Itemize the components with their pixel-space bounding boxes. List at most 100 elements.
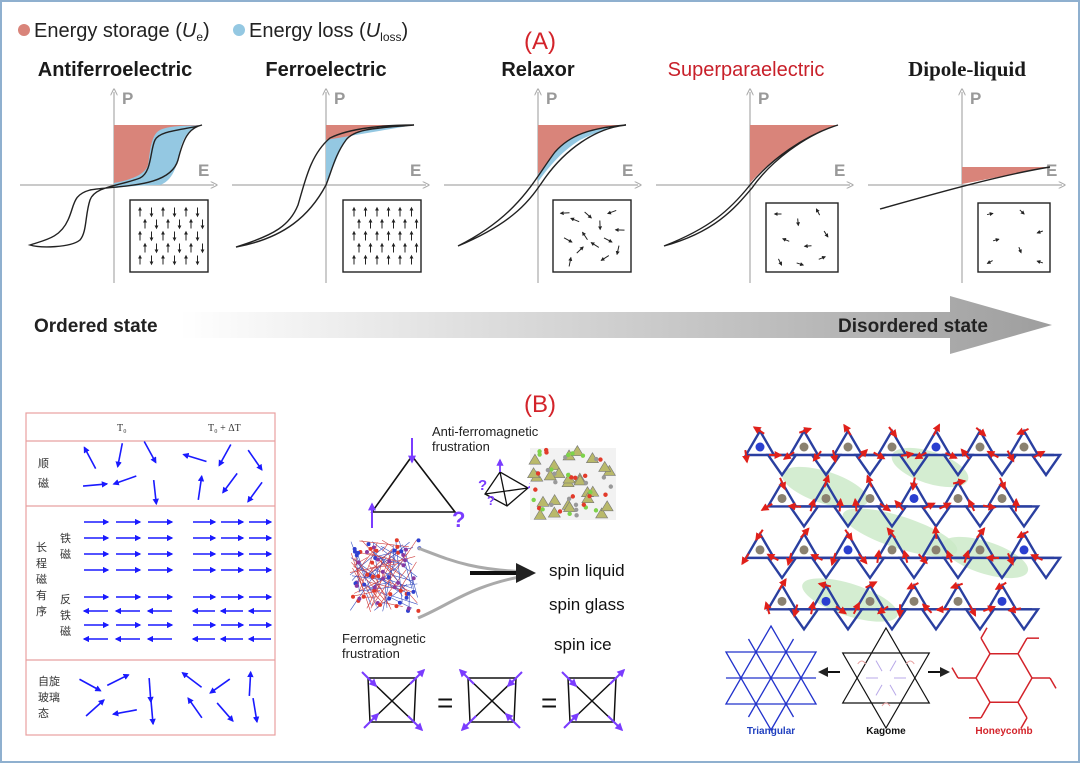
p-axis-label: P <box>970 89 981 108</box>
e-axis-label: E <box>410 161 421 180</box>
spin-ice-tetrahedra <box>361 668 626 732</box>
dipole-arrow <box>600 255 610 261</box>
dipole-arrow <box>782 238 790 242</box>
dipole-arrow <box>607 209 617 215</box>
p-axis-label: P <box>758 89 769 108</box>
dipole-box <box>129 199 209 273</box>
panel-antiferroelectric: P E <box>20 89 214 283</box>
dipole-arrow <box>1018 247 1022 254</box>
honeycomb-lattice <box>951 627 1057 729</box>
dipole-arrows-random <box>559 209 625 267</box>
dipole-arrows-aligned <box>352 206 419 265</box>
dipole-arrow <box>590 242 600 248</box>
dipole-arrow <box>568 256 573 267</box>
title-ferroelectric: Ferroelectric <box>265 59 386 81</box>
spin-arrow <box>147 677 154 704</box>
e-axis-label: E <box>622 161 633 180</box>
equals-sign-2: = <box>541 687 557 718</box>
panel-ferroelectric: P E <box>232 89 426 283</box>
magnetic-order-table: T₀ T₀ + ΔT 顺磁 长程磁有序 铁磁 反铁磁 自旋玻璃态 <box>25 412 276 736</box>
kagome-lattice-structure <box>741 423 1063 632</box>
hysteresis-loop <box>457 124 627 247</box>
spin-arrow <box>85 699 105 717</box>
table-col-t0-dt: T₀ + ΔT <box>208 423 241 434</box>
dipole-arrow <box>796 218 801 227</box>
afm-triangle <box>370 454 457 513</box>
dipole-arrow <box>1019 209 1025 215</box>
spin-arrow <box>181 671 203 688</box>
spin-arrow <box>222 472 238 494</box>
spin-arrow <box>506 671 523 688</box>
dipole-arrow <box>584 211 592 219</box>
p-axis-label: P <box>334 89 345 108</box>
spin-arrow <box>407 715 424 732</box>
spin-arrow <box>143 441 157 464</box>
dipole-arrow <box>803 244 812 249</box>
spin-arrow <box>152 479 159 506</box>
dipole-arrow <box>823 230 829 238</box>
spin-arrow <box>149 699 156 726</box>
title-relaxor: Relaxor <box>501 59 575 81</box>
dipole-arrows-alternating <box>138 206 205 266</box>
spin-arrow <box>458 668 475 685</box>
hysteresis-loop <box>235 124 415 248</box>
title-superparaelectric: Superparaelectric <box>668 59 825 81</box>
dipole-arrow <box>1036 230 1043 234</box>
dipole-box <box>342 199 422 273</box>
spin-arrow <box>247 481 263 503</box>
spin-arrow <box>409 668 426 685</box>
dipole-arrows-disordered <box>986 209 1044 264</box>
spin-arrow <box>216 702 234 723</box>
hysteresis-loop <box>663 124 839 247</box>
row-long-range-order: 长程磁有序 <box>36 541 47 618</box>
dipole-arrow <box>615 245 620 256</box>
spin-arrow <box>252 698 260 724</box>
spin-arrow <box>82 481 109 488</box>
spin-arrow <box>197 474 205 500</box>
kagome-crystal-structure <box>527 445 616 520</box>
spin-arrow <box>609 668 626 685</box>
table-col-t0: T₀ <box>117 423 127 434</box>
title-antiferroelectric: Antiferroelectric <box>38 59 193 81</box>
panel-dipole-liquid: P E <box>868 89 1062 283</box>
dipole-arrow <box>582 231 588 241</box>
dipole-arrow <box>563 237 573 243</box>
spin-arrow <box>79 678 102 692</box>
hysteresis-loop <box>27 124 203 248</box>
spin-arrow <box>83 446 97 469</box>
label-kagome: Kagome <box>866 726 906 737</box>
storage-area <box>114 125 202 183</box>
row-spin-glass: 自旋玻璃态 <box>38 674 60 720</box>
dipole-arrow <box>570 217 580 223</box>
e-axis-label: E <box>834 161 845 180</box>
dipole-arrow <box>818 256 826 260</box>
equals-sign-1: = <box>437 687 453 718</box>
storage-legend: Energy storage (Ue) <box>34 20 210 44</box>
dipole-box <box>552 199 632 273</box>
lattice-types: Triangular Kagome Honeycomb <box>724 624 1057 737</box>
storage-area <box>750 125 838 183</box>
dipole-arrow <box>576 246 584 254</box>
p-axis-label: P <box>122 89 133 108</box>
spin-arrow <box>363 712 380 729</box>
p-axis-label: P <box>546 89 557 108</box>
spin-arrow <box>561 671 578 688</box>
dipole-arrow <box>1036 260 1044 264</box>
spin-arrow <box>209 678 231 694</box>
funnel-lower <box>417 573 531 620</box>
loss-area <box>114 125 202 188</box>
spin-arrow <box>106 673 130 687</box>
dipole-arrow <box>986 260 993 264</box>
panel-superparaelectric: P E <box>656 89 850 283</box>
triangular-lattice <box>724 624 818 732</box>
spin-arrow <box>504 712 521 729</box>
storage-swatch <box>18 24 30 36</box>
spin-arrow <box>111 709 137 717</box>
spin-arrow <box>361 671 378 688</box>
kagome-lattice <box>841 626 931 730</box>
spin-arrow <box>247 449 263 471</box>
svg-text:?: ? <box>478 477 487 494</box>
spin-arrow <box>115 443 124 469</box>
